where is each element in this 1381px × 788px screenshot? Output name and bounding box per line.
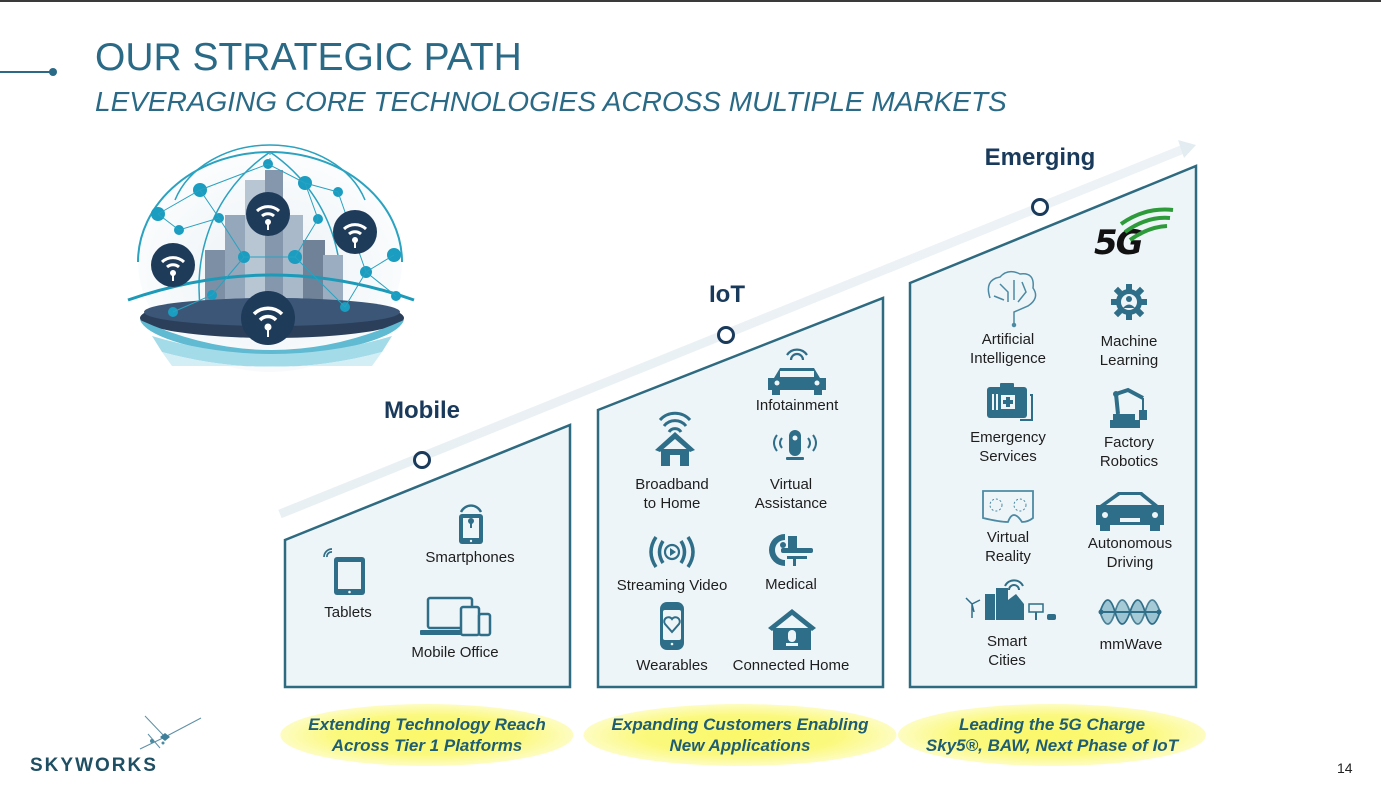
label-line-1: Machine <box>1100 333 1158 350</box>
item-label-connected-home: Connected Home <box>732 657 850 674</box>
tagline-line-2: New Applications <box>669 736 811 755</box>
smart-speaker-icon <box>773 430 817 460</box>
page-title: OUR STRATEGIC PATH <box>95 36 522 79</box>
tagline-emerging: Leading the 5G Charge Sky5®, BAW, Next P… <box>897 704 1207 766</box>
wave-icon <box>1098 599 1162 625</box>
item-label-artificial-intelligence: Artificial Intelligence <box>970 330 1046 368</box>
label-line-1: Virtual <box>769 476 813 493</box>
item-label-mobile-office: Mobile Office <box>411 644 499 661</box>
label-line-2: Reality <box>985 548 1031 565</box>
tagline-line-2: Sky5®, BAW, Next Phase of IoT <box>925 736 1179 755</box>
page-number: 14 <box>1337 760 1353 776</box>
connected-home-icon <box>768 609 816 650</box>
skyworks-logo-text: SKYWORKS <box>30 755 158 776</box>
item-label-broadband-to-home: Broadband to Home <box>635 475 708 513</box>
item-label-virtual-reality: Virtual Reality <box>985 528 1031 566</box>
label-line-1: Broadband <box>635 476 709 493</box>
item-label-infotainment: Infotainment <box>755 397 839 414</box>
label-line-1: Emergency <box>970 429 1046 446</box>
panel-iot <box>596 296 885 689</box>
tagline-line-1: Extending Technology Reach <box>308 715 546 734</box>
item-label-medical: Medical <box>765 576 817 593</box>
robot-arm-icon <box>1110 387 1147 428</box>
tagline-mobile: Extending Technology Reach Across Tier 1… <box>280 704 574 766</box>
label-line-2: Cities <box>988 652 1026 669</box>
smart-city-icon <box>965 579 1056 620</box>
item-label-tablets: Tablets <box>324 604 372 621</box>
fiveg-logo: 5G <box>1094 207 1174 263</box>
title-lead-dot <box>49 68 57 76</box>
item-label-factory-robotics: Factory Robotics <box>1100 433 1158 471</box>
smartwatch-icon <box>660 602 684 650</box>
page-subtitle: LEVERAGING CORE TECHNOLOGIES ACROSS MULT… <box>95 86 1007 117</box>
medical-scanner-icon <box>769 534 813 566</box>
wifi-badge-icons <box>151 192 377 345</box>
label-line-1: Autonomous <box>1087 535 1173 552</box>
connected-car-icon <box>768 348 826 395</box>
item-label-mmwave: mmWave <box>1099 636 1163 653</box>
item-label-emergency-services: Emergency Services <box>970 428 1046 466</box>
label-line-1: Factory <box>1103 434 1155 451</box>
item-label-autonomous-driving: Autonomous Driving <box>1088 534 1172 572</box>
label-line-2: to Home <box>643 495 701 512</box>
milestone-mobile <box>413 451 431 469</box>
gear-user-icon <box>1111 284 1147 320</box>
item-label-machine-learning: Machine Learning <box>1100 332 1158 370</box>
label-line-2: Services <box>979 448 1037 465</box>
tagline-iot: Expanding Customers Enabling New Applica… <box>583 704 897 766</box>
connected-city-globe-illustration <box>127 144 415 372</box>
stage-title-iot: IoT <box>709 281 745 308</box>
tagline-line-1: Leading the 5G Charge <box>958 715 1146 734</box>
label-line-2: Driving <box>1106 554 1154 571</box>
item-label-wearables: Wearables <box>636 657 708 674</box>
label-line-2: Learning <box>1099 352 1159 369</box>
tablet-icon <box>323 548 365 595</box>
item-label-virtual-assistance: Virtual Assistance <box>755 475 828 513</box>
stage-title-emerging: Emerging <box>984 144 1096 171</box>
panel-mobile <box>283 423 572 689</box>
label-line-2: Robotics <box>1099 453 1159 470</box>
stage-title-mobile: Mobile <box>384 397 460 424</box>
brain-circuit-icon <box>987 270 1037 328</box>
wifi-home-icon <box>655 411 695 466</box>
label-line-2: Assistance <box>754 495 828 512</box>
item-label-smartphones: Smartphones <box>425 549 515 566</box>
tagline-line-2: Across Tier 1 Platforms <box>331 736 523 755</box>
tagline-line-1: Expanding Customers Enabling <box>611 715 869 734</box>
skyworks-logo-mark <box>139 715 202 750</box>
devices-icon <box>420 596 492 637</box>
label-line-2: Intelligence <box>970 350 1046 367</box>
streaming-icon <box>649 536 695 568</box>
label-line-1: Virtual <box>986 529 1030 546</box>
milestone-emerging <box>1031 198 1049 216</box>
smartphone-icon <box>459 504 483 544</box>
first-aid-kit-icon <box>987 383 1033 421</box>
label-line-1: Artificial <box>981 331 1035 348</box>
top-border <box>0 0 1381 2</box>
car-icon <box>1096 492 1164 531</box>
milestone-iot <box>717 326 735 344</box>
label-line-1: Smart <box>986 633 1028 650</box>
item-label-smart-cities: Smart Cities <box>987 632 1027 670</box>
item-label-streaming-video: Streaming Video <box>616 577 728 594</box>
title-lead-line <box>0 71 52 73</box>
svg-text:5G: 5G <box>1094 223 1143 263</box>
vr-headset-icon <box>982 490 1034 523</box>
